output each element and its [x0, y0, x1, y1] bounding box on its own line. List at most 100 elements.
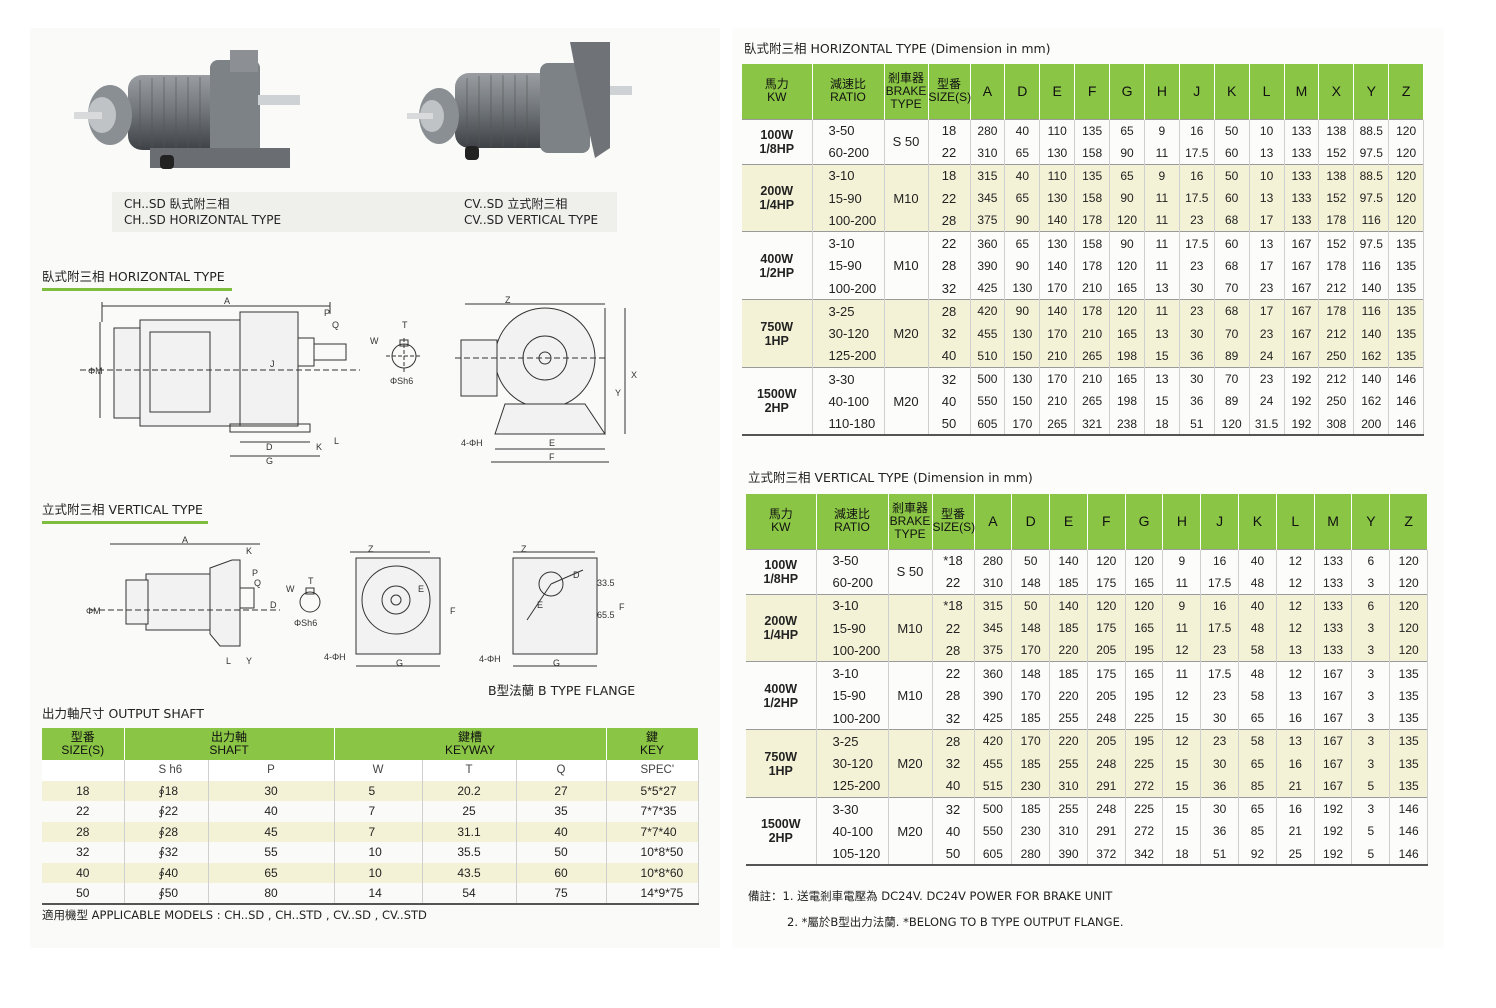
dimension-cell: 152 — [1318, 141, 1355, 165]
kw-line: 1HP — [768, 763, 793, 778]
dimension-cell: 16 — [1179, 163, 1215, 187]
table-cell: 31.1 — [422, 821, 517, 842]
dimension-cell: 455 — [974, 752, 1013, 775]
size-cell: 28 — [928, 299, 971, 323]
dimension-cell: 360 — [974, 661, 1013, 685]
table-cell: 60 — [516, 862, 607, 883]
dimension-cell: 48 — [1238, 661, 1277, 685]
dimension-cell: 192 — [1314, 820, 1353, 843]
dim-label-e: E — [549, 438, 555, 448]
dimension-cell: 315 — [970, 163, 1006, 187]
dimension-cell: 167 — [1284, 277, 1320, 300]
dim-label-j: J — [270, 359, 275, 369]
dimension-cell: 9 — [1144, 163, 1180, 187]
dimension-cell: 12 — [1162, 684, 1202, 708]
size-cell: 22 — [932, 661, 975, 685]
b-flange-drawing: Z D E 33.5 65.5 F 4-ΦH G — [479, 544, 625, 668]
dimension-cell: 17.5 — [1179, 141, 1215, 165]
header-letter: E — [1049, 494, 1088, 549]
dimension-cell: 30 — [1200, 797, 1240, 821]
dimension-cell: 345 — [974, 616, 1013, 640]
size-cell: 18 — [928, 118, 971, 142]
dimension-cell: 10 — [1249, 163, 1285, 187]
table-cell: 40 — [42, 862, 125, 883]
dimension-cell: 195 — [1125, 639, 1164, 662]
dimension-cell: 120 — [1388, 186, 1425, 210]
dimension-cell: 225 — [1125, 752, 1164, 775]
dim-label-w-v: W — [286, 584, 295, 594]
dimension-cell: 12 — [1162, 729, 1202, 753]
dimension-cell: 195 — [1125, 684, 1164, 708]
ratio-cell: 100-200 — [816, 639, 889, 662]
table-cell: 14 — [334, 883, 423, 904]
ratio-cell: 3-25 — [812, 299, 885, 323]
dimension-cell: 3 — [1351, 571, 1391, 595]
brake-cell: M10 — [888, 661, 933, 730]
b-flange-caption: B型法蘭 B TYPE FLANGE — [488, 683, 636, 698]
dimension-cell: 150 — [1004, 390, 1041, 413]
header-line: SIZE(S) — [61, 743, 105, 757]
kw-line: 2HP — [764, 401, 789, 416]
table-cell: ∮22 — [124, 801, 209, 822]
dimension-cell: 15 — [1144, 390, 1180, 413]
header-line: 出力軸 — [210, 730, 247, 744]
dimension-cell: 192 — [1314, 842, 1353, 866]
dim-label-g: G — [266, 456, 273, 466]
dimension-cell: 120 — [1109, 299, 1145, 323]
horizontal-drawing-title: 臥式附三相 HORIZONTAL TYPE — [42, 266, 232, 291]
dimension-cell: 11 — [1144, 186, 1180, 210]
dimension-cell: 130 — [1004, 367, 1041, 391]
size-cell: 32 — [932, 752, 975, 775]
dimension-cell: 225 — [1125, 797, 1164, 821]
dimension-cell: 135 — [1389, 661, 1429, 685]
ratio-cell: 3-30 — [812, 367, 885, 391]
header-letter: M — [1284, 64, 1320, 119]
header-letter: F — [1074, 64, 1111, 119]
dimension-cell: 70 — [1214, 367, 1250, 391]
ratio-cell: 60-200 — [812, 141, 885, 165]
vertical-drawing-title: 立式附三相 VERTICAL TYPE — [42, 499, 208, 524]
dimension-cell: 175 — [1087, 571, 1126, 595]
size-cell: 40 — [932, 820, 975, 843]
dimension-cell: 342 — [1125, 842, 1164, 866]
dimension-cell: 272 — [1125, 820, 1164, 843]
dimension-cell: 97.5 — [1353, 186, 1390, 210]
dimension-cell: 13 — [1249, 231, 1285, 255]
dimension-cell: 40 — [1238, 593, 1277, 617]
dim-label-y: Y — [615, 388, 621, 398]
dimension-cell: 140 — [1039, 299, 1076, 323]
dimension-cell: 133 — [1284, 141, 1320, 165]
dimension-cell: 65 — [1004, 141, 1041, 165]
dim-label-e-v: E — [418, 584, 424, 594]
dimension-cell: 18 — [1144, 412, 1180, 436]
dimension-cell: 230 — [1011, 774, 1051, 798]
shaft-subheader-cell: T — [422, 760, 517, 781]
dimension-cell: 40 — [1238, 548, 1277, 572]
dimension-cell: 48 — [1238, 571, 1277, 595]
dimension-cell: 167 — [1314, 661, 1353, 685]
vertical-shaft-key-drawing: W T ΦSh6 — [286, 576, 321, 628]
dimension-cell: 120 — [1389, 548, 1429, 572]
dimension-cell: 178 — [1318, 254, 1355, 278]
header-line: BRAKE — [885, 83, 927, 98]
dimension-cell: 23 — [1179, 299, 1215, 323]
dimension-cell: 178 — [1318, 299, 1355, 323]
dimension-cell: 50 — [1011, 593, 1051, 617]
header-letter: J — [1200, 494, 1240, 549]
dim-label-phi-m: ΦM — [88, 366, 103, 376]
dimension-cell: 40 — [1004, 163, 1041, 187]
header-line: 型番 — [70, 730, 95, 744]
table-cell: 10 — [334, 862, 423, 883]
dim-label-l: L — [334, 436, 339, 446]
dimension-cell: 420 — [974, 729, 1013, 753]
brake-cell: M20 — [888, 729, 933, 798]
